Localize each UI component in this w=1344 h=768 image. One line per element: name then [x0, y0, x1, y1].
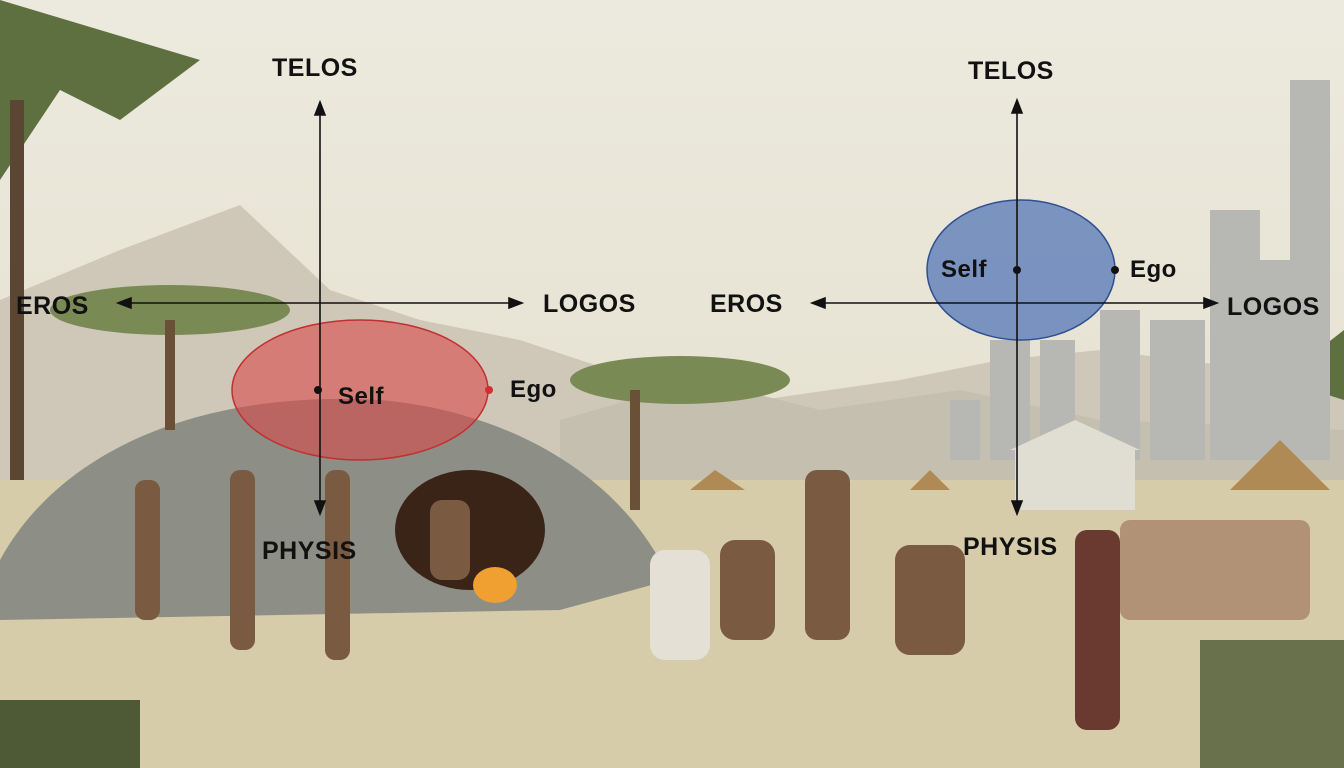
arrow-down-icon: [1010, 500, 1024, 517]
arrow-left-icon: [809, 296, 826, 310]
axis-label-logos: LOGOS: [543, 290, 636, 318]
city-skyline: [950, 80, 1330, 460]
axis-label-telos: TELOS: [968, 57, 1054, 85]
arrow-up-icon: [1010, 97, 1024, 114]
arrow-up-icon: [313, 99, 327, 116]
diagram-civilized: [809, 97, 1220, 517]
self-label: Self: [941, 256, 988, 283]
axis-label-physis: PHYSIS: [963, 533, 1058, 561]
self-label: Self: [338, 383, 385, 410]
arrow-left-icon: [115, 296, 132, 310]
axis-label-eros: EROS: [16, 292, 89, 320]
arrow-right-icon: [508, 296, 525, 310]
axis-label-eros: EROS: [710, 290, 783, 318]
ego-label: Ego: [510, 376, 557, 403]
people: [135, 470, 1310, 730]
ego-label: Ego: [1130, 256, 1177, 283]
axis-label-physis: PHYSIS: [262, 537, 357, 565]
foreground-plants: [0, 700, 140, 768]
self-point: [314, 386, 322, 394]
huts: [690, 440, 1330, 490]
axis-label-logos: LOGOS: [1227, 293, 1320, 321]
ego-point: [485, 386, 493, 394]
arrow-right-icon: [1203, 296, 1220, 310]
ego-point: [1111, 266, 1119, 274]
campfire: [473, 567, 517, 603]
axis-label-telos: TELOS: [272, 54, 358, 82]
self-point: [1013, 266, 1021, 274]
acacia-trees: [50, 285, 790, 510]
arrow-down-icon: [313, 500, 327, 517]
diagram-primitive: [115, 99, 525, 517]
temple: [1010, 420, 1140, 510]
